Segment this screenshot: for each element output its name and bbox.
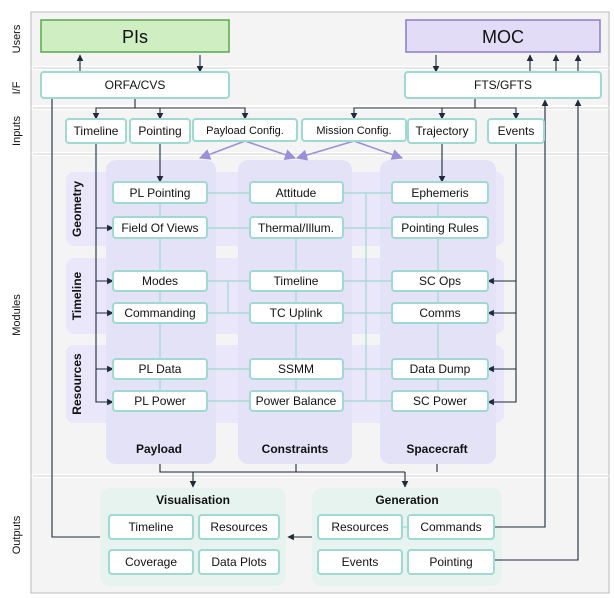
module-sc-ops-label: SC Ops (419, 274, 461, 288)
module-field-of-views-label: Field Of Views (121, 221, 198, 235)
module-attitude-box[interactable] (249, 181, 344, 204)
fts-box[interactable] (404, 71, 602, 99)
module-connectors (159, 192, 439, 402)
column-label-payload: Payload (136, 442, 182, 456)
output-gen-pointing-box[interactable] (407, 549, 495, 575)
input-pointing-box[interactable] (129, 118, 191, 144)
output-gen-events-label: Events (342, 555, 379, 569)
output-vis-resources-box[interactable] (198, 514, 280, 540)
row-label-timeline: Timeline (70, 271, 84, 320)
output-vis-coverage-label: Coverage (125, 555, 177, 569)
output-vis-resources-label: Resources (210, 520, 267, 534)
input-events-label: Events (498, 124, 535, 138)
module-pointing-rules-box[interactable] (391, 216, 489, 239)
module-ephemeris-label: Ephemeris (411, 186, 468, 200)
module-timeline-box[interactable] (249, 270, 344, 292)
lane-label-interfaces: I/F (11, 81, 23, 94)
orfa-label: ORFA/CVS (105, 78, 166, 92)
module-pointing-rules-label: Pointing Rules (401, 221, 478, 235)
lane-labels: Users I/F Inputs Modules Outputs (11, 24, 23, 554)
flow-connectors (51, 54, 582, 561)
module-ephemeris-box[interactable] (391, 181, 489, 204)
pis-label: PIs (122, 27, 148, 47)
output-vis-data-plots-label: Data Plots (211, 555, 266, 569)
module-power-balance-box[interactable] (249, 390, 344, 412)
output-vis-timeline-box[interactable] (108, 514, 194, 540)
module-boxes: PL Pointing Field Of Views Attitude Ther… (112, 181, 489, 412)
module-commanding-label: Commanding (124, 306, 195, 320)
lane-label-outputs: Outputs (11, 515, 23, 554)
lane-label-users: Users (11, 24, 23, 53)
output-gen-resources-label: Resources (331, 520, 388, 534)
module-pl-data-box[interactable] (112, 358, 208, 380)
module-tc-uplink-box[interactable] (249, 302, 344, 324)
output-vis-timeline-label: Timeline (129, 520, 174, 534)
input-pointing-label: Pointing (138, 124, 181, 138)
row-label-geometry: Geometry (70, 181, 84, 237)
module-ssmm-label: SSMM (278, 362, 314, 376)
lane-label-modules: Modules (11, 294, 23, 336)
output-vis-data-plots-box[interactable] (198, 549, 280, 575)
module-pl-pointing-box[interactable] (112, 181, 208, 204)
module-ssmm-box[interactable] (249, 358, 344, 380)
module-pl-pointing-label: PL Pointing (130, 186, 191, 200)
module-sc-power-label: SC Power (413, 394, 467, 408)
output-vis-coverage-box[interactable] (108, 549, 194, 575)
module-pl-power-label: PL Power (134, 394, 186, 408)
module-tc-uplink-label: TC Uplink (270, 306, 324, 320)
visualisation-title: Visualisation (156, 493, 230, 507)
input-trajectory-box[interactable] (407, 118, 477, 144)
input-mission-config-label: Mission Config. (316, 125, 391, 137)
generation-title: Generation (375, 493, 438, 507)
output-gen-pointing-label: Pointing (429, 555, 472, 569)
module-power-balance-label: Power Balance (256, 394, 337, 408)
output-gen-events-box[interactable] (317, 549, 403, 575)
lane-label-inputs: Inputs (11, 116, 23, 146)
module-data-dump-box[interactable] (391, 358, 489, 380)
input-events-box[interactable] (487, 118, 545, 144)
module-sc-power-box[interactable] (391, 390, 489, 412)
orfa-box[interactable] (40, 71, 230, 99)
moc-label: MOC (482, 27, 524, 47)
moc-box[interactable] (405, 19, 601, 53)
module-comms-box[interactable] (391, 302, 489, 324)
module-modes-box[interactable] (112, 270, 208, 292)
input-timeline-box[interactable] (65, 118, 127, 144)
output-boxes: Timeline Resources Coverage Data Plots R… (108, 514, 495, 575)
row-label-resources: Resources (70, 353, 84, 415)
module-field-of-views-box[interactable] (112, 216, 208, 239)
module-data-dump-label: Data Dump (410, 362, 471, 376)
module-thermal-illum-box[interactable] (249, 216, 344, 239)
user-boxes: PIs MOC (40, 19, 601, 53)
module-pl-power-box[interactable] (112, 390, 208, 412)
fts-label: FTS/GFTS (474, 78, 532, 92)
pis-box[interactable] (40, 19, 230, 53)
config-arrows (198, 140, 404, 161)
column-label-spacecraft: Spacecraft (406, 442, 467, 456)
module-commanding-box[interactable] (112, 302, 208, 324)
module-modes-label: Modes (142, 274, 178, 288)
input-trajectory-label: Trajectory (416, 124, 469, 138)
diagram-frame (30, 11, 610, 594)
module-pl-data-label: PL Data (139, 362, 182, 376)
input-boxes: Timeline Pointing Payload Config. Missio… (65, 118, 545, 144)
module-comms-label: Comms (419, 306, 460, 320)
module-attitude-label: Attitude (276, 186, 317, 200)
interface-boxes: ORFA/CVS FTS/GFTS (40, 71, 602, 99)
input-mission-config-box[interactable] (301, 118, 407, 142)
module-sc-ops-box[interactable] (391, 270, 489, 292)
column-label-constraints: Constraints (262, 442, 329, 456)
module-thermal-illum-label: Thermal/Illum. (258, 221, 334, 235)
input-payload-config-box[interactable] (192, 118, 298, 142)
input-timeline-label: Timeline (74, 124, 119, 138)
output-gen-commands-label: Commands (420, 520, 481, 534)
input-payload-config-label: Payload Config. (206, 125, 284, 137)
module-timeline-label: Timeline (274, 274, 319, 288)
